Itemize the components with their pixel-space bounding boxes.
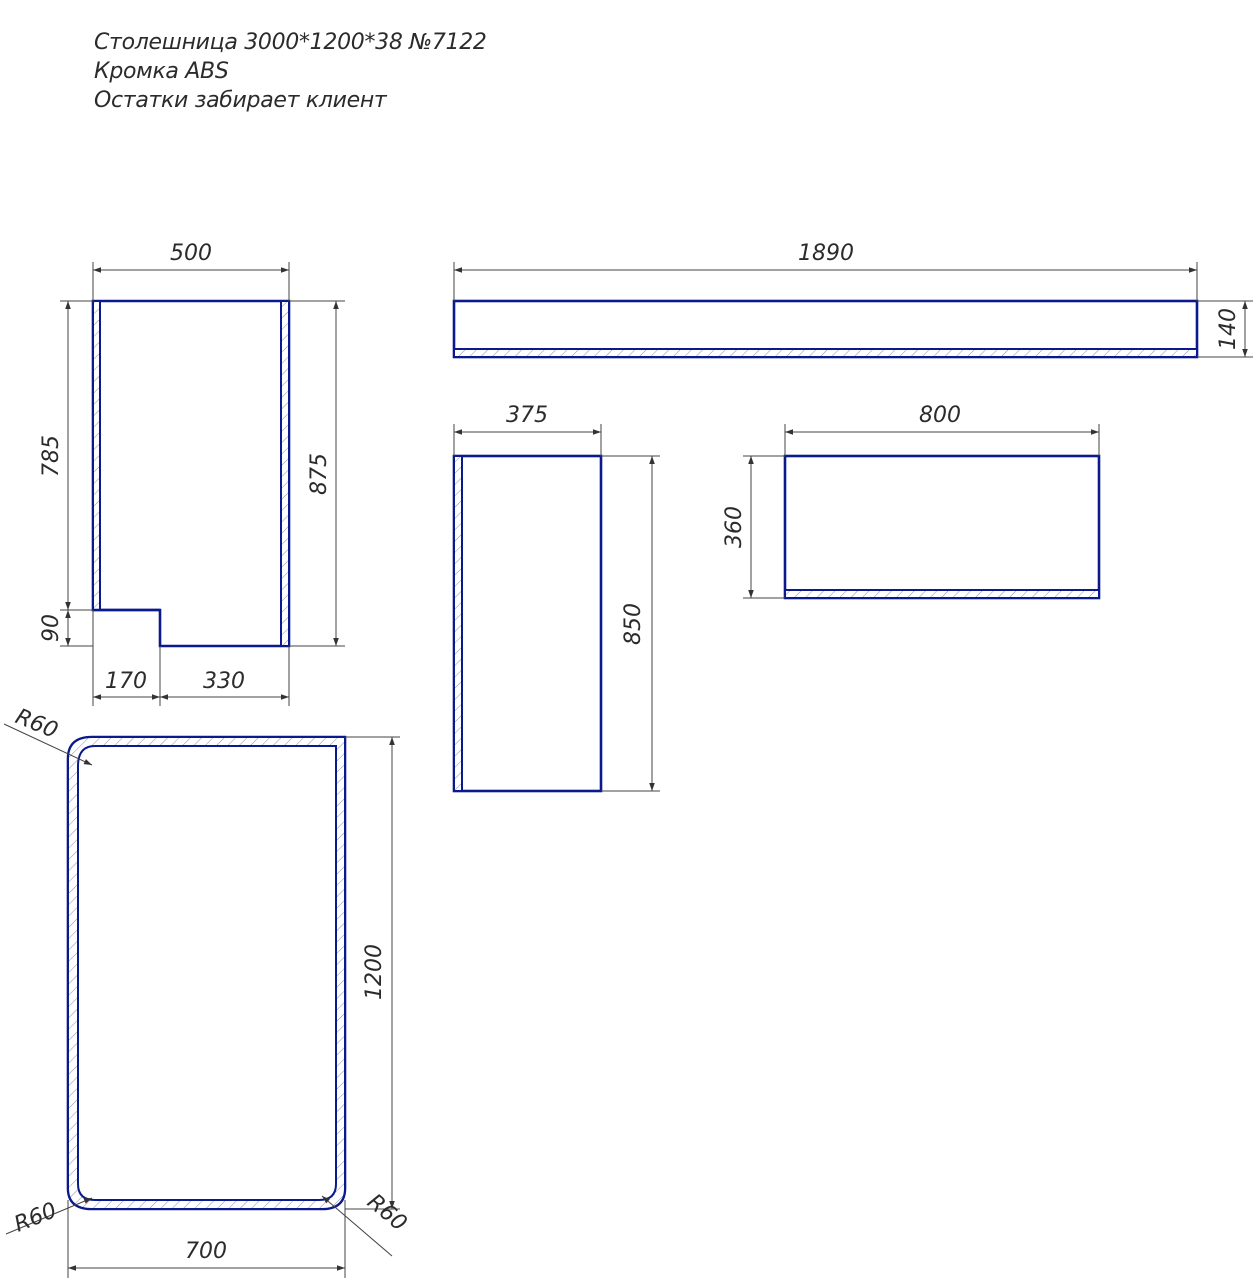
note-remnants: Остатки забирает клиент (94, 88, 387, 113)
part-l-panel (91, 299, 291, 648)
dim-long-strip-height: 140 (1216, 308, 1241, 350)
dim-radius-bottom-right: R60 (362, 1189, 411, 1236)
dim-l-panel-width: 500 (170, 241, 212, 266)
tall-panel-dimensions: 375 850 (453, 403, 660, 792)
dim-l-panel-right-height: 875 (307, 453, 332, 495)
l-panel-right-edge (280, 300, 290, 647)
dim-l-panel-upper-height: 785 (39, 435, 64, 477)
dim-l-panel-bottom-width: 330 (203, 669, 245, 694)
dim-tall-panel-height: 850 (621, 603, 646, 645)
dim-l-panel-lower-height: 90 (39, 614, 64, 642)
l-panel-dimensions: 500 785 90 875 170 330 (39, 241, 345, 706)
l-panel-outline (91, 299, 291, 648)
long-strip-dimensions: 1890 140 (453, 241, 1253, 358)
dim-tall-panel-width: 375 (506, 403, 548, 428)
main-panel-outline (66, 735, 347, 1211)
long-strip-outline (452, 299, 1199, 359)
part-tall-panel (452, 454, 603, 793)
note-edge: Кромка ABS (94, 59, 229, 84)
long-strip-bottom-edge (453, 348, 1198, 358)
part-wide-panel (783, 454, 1101, 600)
wide-panel-outline (783, 454, 1101, 600)
part-long-strip (452, 299, 1199, 359)
dim-main-panel-height: 1200 (362, 944, 387, 1000)
note-countertop: Столешница 3000*1200*38 №7122 (94, 30, 487, 55)
main-panel-edge-band (67, 736, 346, 1210)
part-main-panel (66, 735, 347, 1211)
dim-main-panel-width: 700 (185, 1239, 227, 1264)
tall-panel-outline (452, 454, 603, 793)
dim-long-strip-width: 1890 (798, 241, 854, 266)
dim-wide-panel-width: 800 (919, 403, 961, 428)
drawing-notes: Столешница 3000*1200*38 №7122 Кромка ABS… (94, 28, 487, 115)
dim-l-panel-notch-width: 170 (105, 669, 147, 694)
wide-panel-bottom-edge (784, 589, 1100, 599)
dim-radius-top-left: R60 (12, 704, 61, 743)
dim-radius-bottom-left: R60 (11, 1198, 60, 1237)
dim-wide-panel-height: 360 (722, 506, 747, 548)
wide-panel-dimensions: 800 360 (722, 403, 1100, 599)
l-panel-left-edge (92, 300, 101, 611)
tall-panel-left-edge (453, 455, 463, 792)
